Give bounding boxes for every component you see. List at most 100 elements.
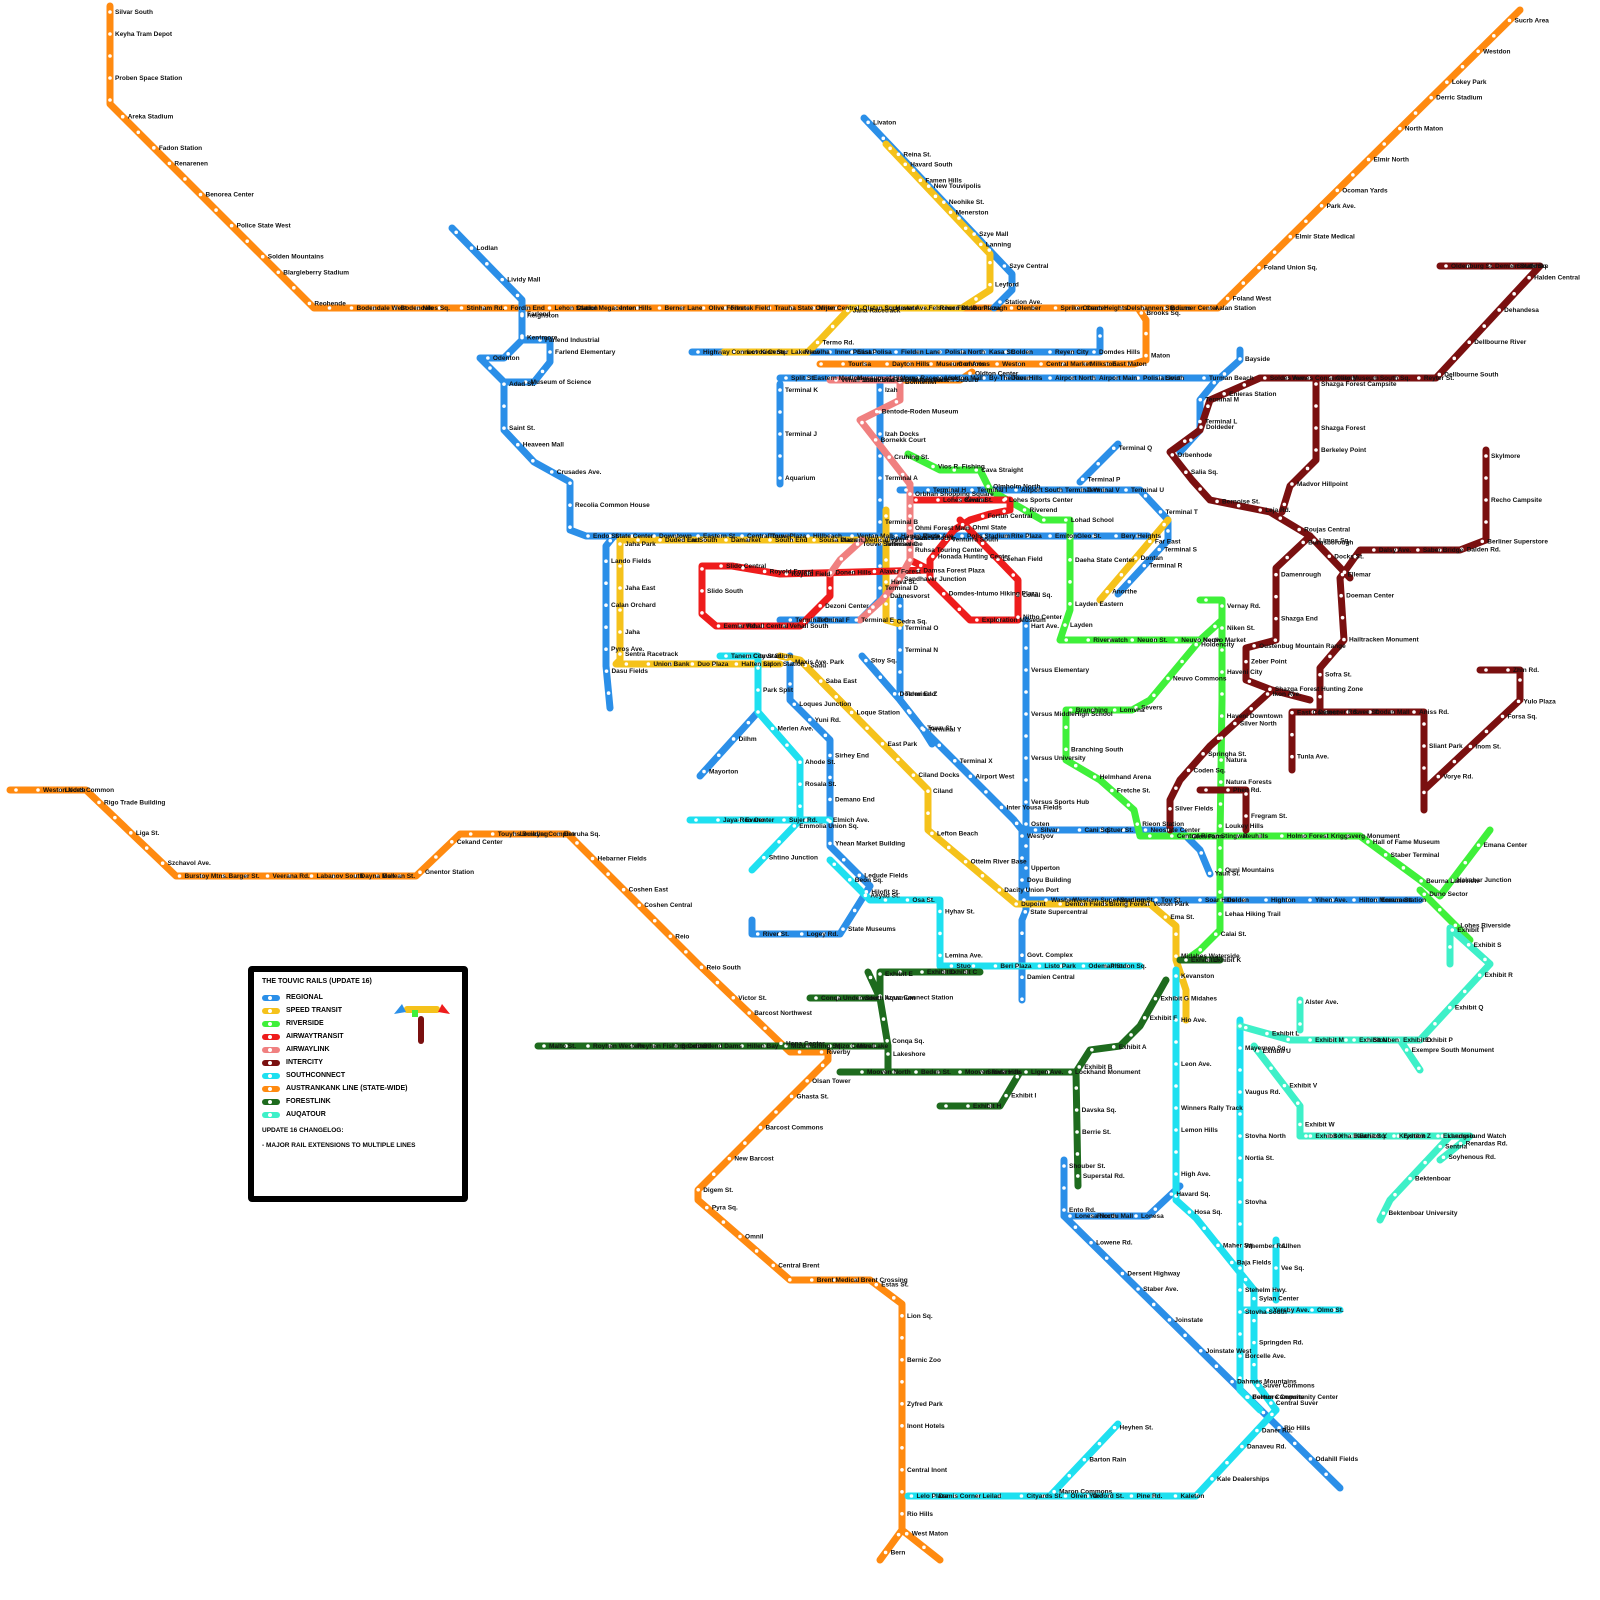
station-dot[interactable]: [1067, 1474, 1071, 1478]
station-dot[interactable]: [892, 1296, 896, 1300]
station-dot[interactable]: [972, 964, 976, 968]
station-dot[interactable]: [1127, 803, 1131, 807]
station-dot[interactable]: [1273, 250, 1277, 254]
station-dot[interactable]: [705, 1206, 709, 1210]
station-dot[interactable]: [108, 32, 112, 36]
station-dot[interactable]: [897, 152, 901, 156]
station-dot[interactable]: [1244, 660, 1248, 664]
station-dot[interactable]: [957, 216, 961, 220]
station-dot[interactable]: [1074, 764, 1078, 768]
station-dot[interactable]: [1204, 788, 1208, 792]
station-dot[interactable]: [1268, 687, 1272, 691]
station-dot[interactable]: [1367, 158, 1371, 162]
station-dot[interactable]: [868, 610, 872, 614]
station-dot[interactable]: [762, 856, 766, 860]
station-dot[interactable]: [669, 935, 673, 939]
station-dot[interactable]: [1398, 127, 1402, 131]
station-dot[interactable]: [771, 727, 775, 731]
station-dot[interactable]: [1213, 625, 1217, 629]
station-dot[interactable]: [1113, 1426, 1117, 1430]
station-dot[interactable]: [1263, 376, 1267, 380]
station-dot[interactable]: [884, 602, 888, 606]
station-dot[interactable]: [1501, 715, 1505, 719]
station-dot[interactable]: [575, 841, 579, 845]
station-dot[interactable]: [1184, 470, 1188, 474]
station-dot[interactable]: [1074, 1086, 1078, 1090]
station-dot[interactable]: [1024, 712, 1028, 716]
station-dot[interactable]: [1098, 1442, 1102, 1446]
station-dot[interactable]: [1274, 573, 1278, 577]
station-dot[interactable]: [908, 504, 912, 508]
station-dot[interactable]: [469, 832, 473, 836]
station-dot[interactable]: [900, 1336, 904, 1340]
station-dot[interactable]: [1433, 1022, 1437, 1026]
station-dot[interactable]: [1218, 890, 1222, 894]
station-dot[interactable]: [1324, 1473, 1328, 1477]
station-dot[interactable]: [878, 476, 882, 480]
station-dot[interactable]: [36, 788, 40, 792]
station-dot[interactable]: [1244, 814, 1248, 818]
station-dot[interactable]: [731, 996, 735, 1000]
station-dot[interactable]: [1219, 802, 1223, 806]
station-dot[interactable]: [1476, 49, 1480, 53]
station-dot[interactable]: [1392, 1134, 1396, 1138]
station-dot[interactable]: [1064, 638, 1068, 642]
station-dot[interactable]: [1293, 1442, 1297, 1446]
station-dot[interactable]: [1183, 439, 1187, 443]
station-dot[interactable]: [1174, 1494, 1178, 1498]
station-dot[interactable]: [1024, 624, 1028, 628]
station-dot[interactable]: [1467, 943, 1471, 947]
station-dot[interactable]: [908, 492, 912, 496]
station-dot[interactable]: [884, 558, 888, 562]
station-dot[interactable]: [895, 400, 899, 404]
station-dot[interactable]: [893, 692, 897, 696]
station-dot[interactable]: [826, 818, 830, 822]
station-dot[interactable]: [1220, 670, 1224, 674]
station-dot[interactable]: [1083, 1458, 1087, 1462]
station-dot[interactable]: [788, 1278, 792, 1282]
station-dot[interactable]: [848, 878, 852, 882]
station-dot[interactable]: [1382, 142, 1386, 146]
station-dot[interactable]: [1220, 714, 1224, 718]
station-dot[interactable]: [1166, 529, 1170, 533]
station-dot[interactable]: [883, 594, 887, 598]
station-dot[interactable]: [1068, 1070, 1072, 1074]
station-dot[interactable]: [1014, 902, 1018, 906]
station-dot[interactable]: [1206, 404, 1210, 408]
station-dot[interactable]: [531, 459, 535, 463]
station-dot[interactable]: [1484, 668, 1488, 672]
station-dot[interactable]: [828, 842, 832, 846]
station-dot[interactable]: [1436, 1134, 1440, 1138]
station-dot[interactable]: [1339, 594, 1343, 598]
station-dot[interactable]: [1188, 1210, 1192, 1214]
station-dot[interactable]: [450, 840, 454, 844]
station-dot[interactable]: [1245, 1395, 1249, 1399]
station-dot[interactable]: [1129, 1033, 1133, 1037]
station-dot[interactable]: [984, 790, 988, 794]
station-dot[interactable]: [1238, 1068, 1242, 1072]
station-dot[interactable]: [591, 857, 595, 861]
station-dot[interactable]: [1416, 548, 1420, 552]
station-dot[interactable]: [1248, 679, 1252, 683]
station-dot[interactable]: [1453, 760, 1457, 764]
station-dot[interactable]: [1157, 548, 1161, 552]
station-dot[interactable]: [756, 932, 760, 936]
station-dot[interactable]: [1252, 644, 1256, 648]
station-dot[interactable]: [1174, 786, 1178, 790]
station-dot[interactable]: [1422, 722, 1426, 726]
station-dot[interactable]: [108, 54, 112, 58]
station-dot[interactable]: [897, 1533, 901, 1537]
station-dot[interactable]: [798, 760, 802, 764]
station-dot[interactable]: [882, 1017, 886, 1021]
station-dot[interactable]: [1286, 1038, 1290, 1042]
station-dot[interactable]: [1484, 520, 1488, 524]
station-dot[interactable]: [1075, 1108, 1079, 1112]
station-dot[interactable]: [816, 341, 820, 345]
station-dot[interactable]: [548, 306, 552, 310]
station-dot[interactable]: [1112, 1045, 1116, 1049]
station-dot[interactable]: [1148, 834, 1152, 838]
station-dot[interactable]: [937, 743, 941, 747]
station-dot[interactable]: [1168, 1318, 1172, 1322]
station-dot[interactable]: [516, 443, 520, 447]
station-dot[interactable]: [520, 334, 524, 338]
